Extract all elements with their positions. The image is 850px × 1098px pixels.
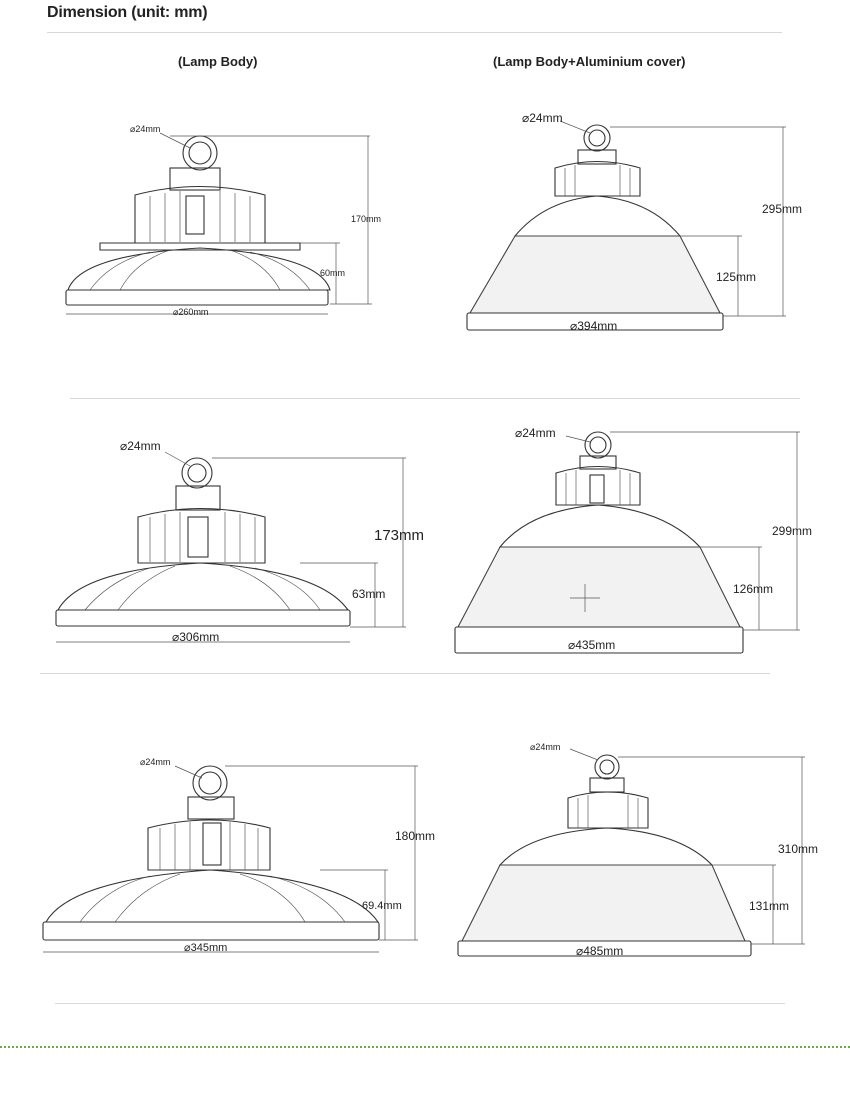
lamp-cover-drawing-1: ⌀24mm 295mm 125mm ⌀394mm bbox=[0, 0, 850, 400]
lamp-body-dims-3: ⌀24mm 180mm 69.4mm ⌀345mm bbox=[43, 757, 435, 954]
ring-label-2: 24mm bbox=[529, 111, 562, 125]
diameter-label-5: 345mm bbox=[191, 942, 228, 954]
svg-text:⌀24mm: ⌀24mm bbox=[130, 124, 160, 134]
row-divider-2 bbox=[40, 673, 770, 674]
height-label-3: 173mm bbox=[374, 527, 424, 544]
svg-text:⌀24mm: ⌀24mm bbox=[140, 757, 170, 767]
svg-text:⌀435mm: ⌀435mm bbox=[568, 638, 615, 652]
lamp-cover-svg-1: ⌀24mm 295mm 125mm ⌀394mm bbox=[466, 111, 802, 333]
svg-text:⌀24mm: ⌀24mm bbox=[530, 742, 560, 752]
lamp-cover-dims-2: ⌀24mm 299mm 126mm ⌀435mm bbox=[515, 426, 812, 652]
lamp-body-heading: (Lamp Body) bbox=[178, 54, 258, 69]
lamp-body-svg-1: ⌀24mm 170mm 60mm ⌀260mm bbox=[65, 124, 381, 317]
lower-label-2: 125mm bbox=[716, 270, 756, 284]
lamp-cover-drawing-3: ⌀24mm 310mm 131mm ⌀485mm bbox=[457, 742, 818, 958]
lamp-cover-drawing-2: ⌀24mm 299mm 126mm ⌀435mm bbox=[454, 426, 812, 654]
lamp-body-dims-2: ⌀24mm 173mm 63mm ⌀306mm bbox=[56, 439, 424, 644]
lower-label-6: 131mm bbox=[749, 899, 789, 913]
lamp-cover-heading: (Lamp Body+Aluminium cover) bbox=[493, 54, 686, 69]
lower-label-4: 126mm bbox=[733, 582, 773, 596]
lamp-cover-outline-3 bbox=[457, 754, 752, 957]
svg-text:⌀394mm: ⌀394mm bbox=[570, 319, 617, 333]
diameter-label-2: 394mm bbox=[577, 319, 617, 333]
diameter-label-4: 435mm bbox=[575, 638, 615, 652]
lamp-cover-svg-3: ⌀24mm 310mm 131mm ⌀485mm bbox=[457, 742, 818, 958]
lamp-body-drawing-2: ⌀24mm 173mm 63mm ⌀306mm bbox=[55, 439, 424, 644]
ring-label-6: 24mm bbox=[535, 742, 560, 752]
height-label-2: 295mm bbox=[762, 202, 802, 216]
ring-label-5: 24mm bbox=[145, 757, 170, 767]
ring-label-1: 24mm bbox=[135, 124, 160, 134]
diameter-label-3: 306mm bbox=[179, 630, 219, 644]
row-divider-3 bbox=[55, 1003, 785, 1004]
svg-text:⌀24mm: ⌀24mm bbox=[515, 426, 556, 440]
svg-text:⌀485mm: ⌀485mm bbox=[576, 944, 623, 958]
height-label-5: 180mm bbox=[395, 829, 435, 843]
lamp-body-outline-2 bbox=[55, 457, 351, 627]
lamp-body-svg-2: ⌀24mm 173mm 63mm ⌀306mm bbox=[55, 439, 424, 644]
lower-label-3: 63mm bbox=[352, 587, 385, 601]
height-label-4: 299mm bbox=[772, 524, 812, 538]
lamp-cover-outline-2 bbox=[454, 431, 744, 654]
diameter-label-6: 485mm bbox=[583, 944, 623, 958]
lower-label-5: 69.4mm bbox=[362, 900, 402, 912]
height-label-6: 310mm bbox=[778, 842, 818, 856]
ring-label-3: 24mm bbox=[127, 439, 160, 453]
lamp-body-drawing-1: ⌀24mm 170mm 60mm ⌀260mm bbox=[0, 0, 850, 400]
svg-text:⌀306mm: ⌀306mm bbox=[172, 630, 219, 644]
svg-text:⌀260mm: ⌀260mm bbox=[173, 307, 208, 317]
lamp-body-svg-3: ⌀24mm 180mm 69.4mm ⌀345mm bbox=[42, 757, 435, 954]
diameter-label-1: 260mm bbox=[178, 307, 208, 317]
page-title: Dimension (unit: mm) bbox=[47, 4, 208, 21]
lamp-body-outline-3 bbox=[42, 765, 380, 941]
lamp-cover-svg-2: ⌀24mm 299mm 126mm ⌀435mm bbox=[454, 426, 812, 654]
lamp-body-drawing-3: ⌀24mm 180mm 69.4mm ⌀345mm bbox=[42, 757, 435, 954]
lamp-body-outline-1 bbox=[65, 135, 331, 306]
lamp-body-dims-1: ⌀24mm 170mm 60mm ⌀260mm bbox=[66, 124, 381, 317]
height-label-1: 170mm bbox=[351, 214, 381, 224]
svg-text:⌀345mm: ⌀345mm bbox=[184, 942, 227, 954]
row-divider-1 bbox=[70, 398, 800, 399]
svg-text:⌀24mm: ⌀24mm bbox=[120, 439, 161, 453]
lower-label-1: 60mm bbox=[320, 268, 345, 278]
svg-text:⌀24mm: ⌀24mm bbox=[522, 111, 563, 125]
lamp-cover-dims-1: ⌀24mm 295mm 125mm ⌀394mm bbox=[522, 111, 802, 333]
footer-dotted-rule bbox=[0, 1046, 850, 1048]
lamp-cover-outline-1 bbox=[466, 124, 724, 331]
header-divider bbox=[47, 32, 782, 33]
lamp-cover-dims-3: ⌀24mm 310mm 131mm ⌀485mm bbox=[530, 742, 818, 958]
ring-label-4: 24mm bbox=[522, 426, 555, 440]
